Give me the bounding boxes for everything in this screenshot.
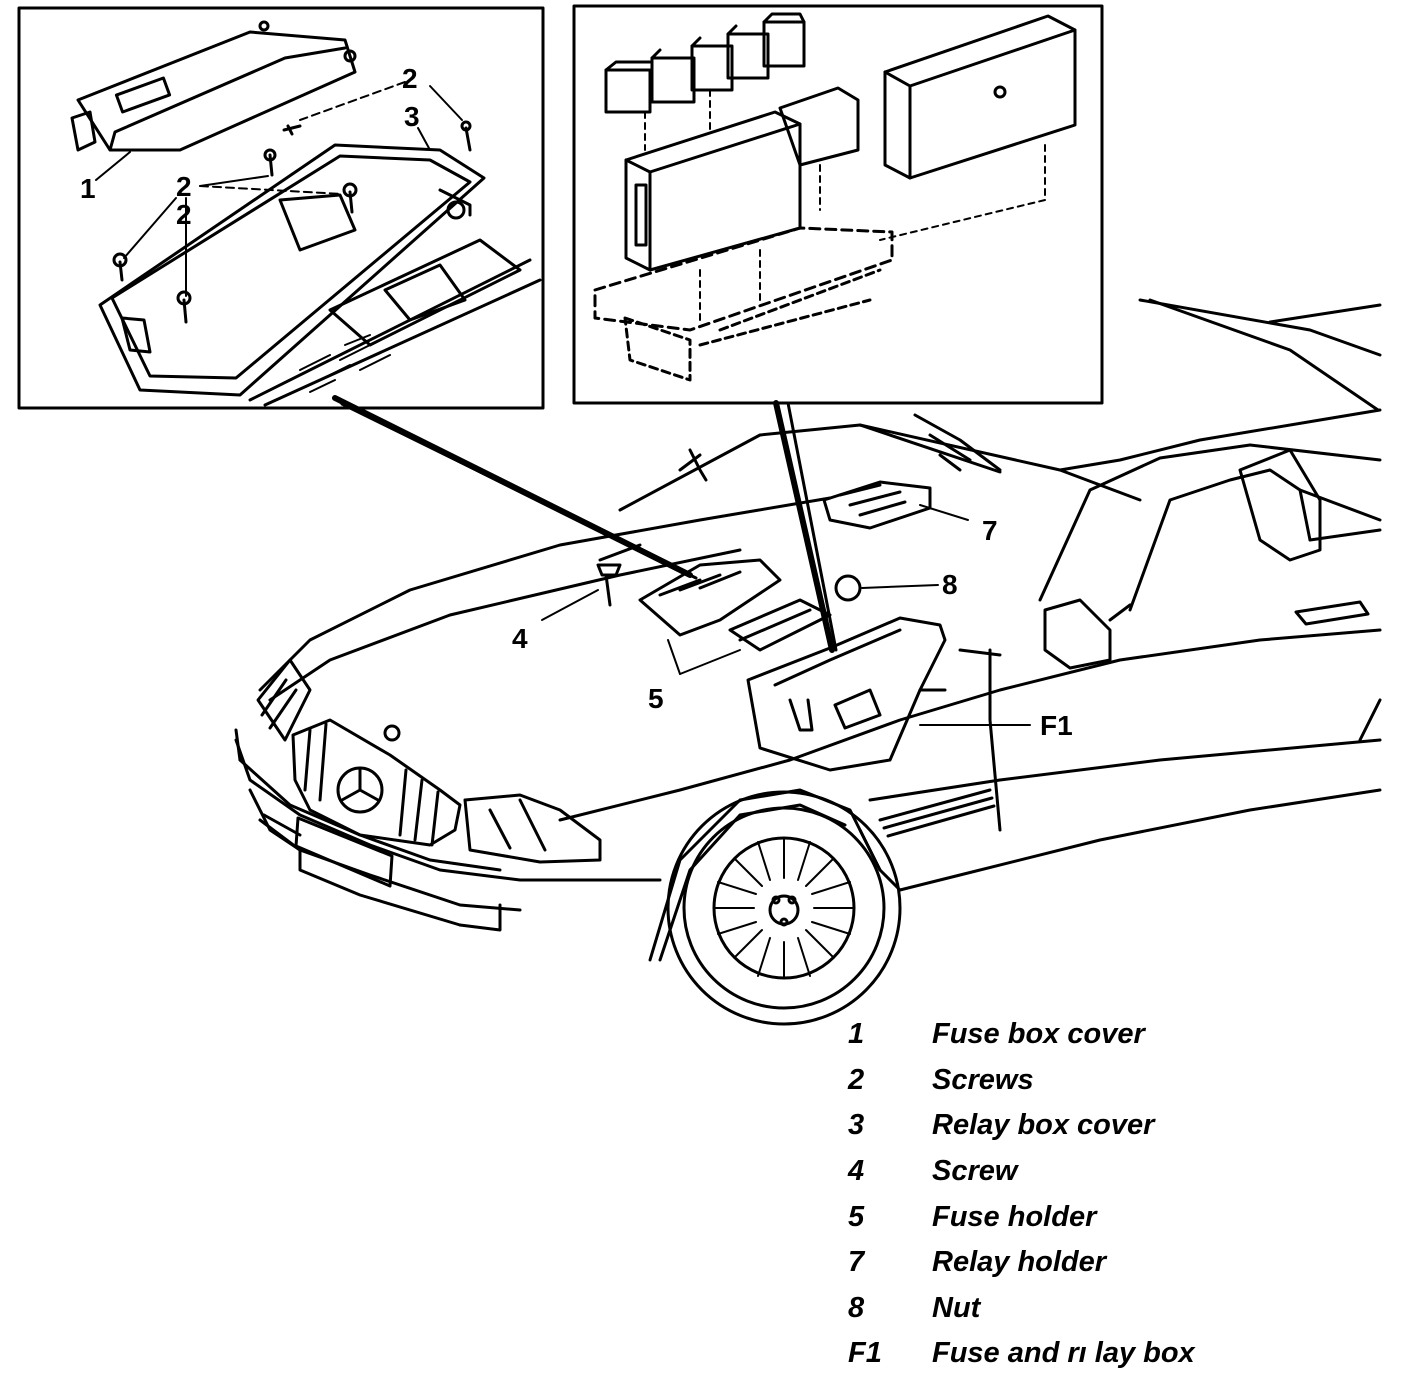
legend-row: 2 Screws bbox=[848, 1058, 1348, 1104]
callout-5: 5 bbox=[648, 683, 664, 714]
legend-number: 2 bbox=[848, 1063, 865, 1096]
legend-number: 3 bbox=[848, 1109, 865, 1142]
parts-legend: 1 Fuse box cover 2 Screws 3 Relay box co… bbox=[848, 1012, 1348, 1377]
callout-7: 7 bbox=[982, 515, 998, 546]
callout-2-lower: 2 bbox=[176, 199, 192, 230]
legend-row: 1 Fuse box cover bbox=[848, 1012, 1348, 1058]
legend-number: F1 bbox=[848, 1337, 882, 1370]
legend-number: 8 bbox=[848, 1291, 865, 1324]
connector-lines bbox=[332, 395, 838, 653]
callout-3: 3 bbox=[404, 101, 420, 132]
callout-F1: F1 bbox=[1040, 710, 1073, 741]
legend-number: 4 bbox=[848, 1155, 865, 1188]
legend-label: Fuse and rı lay box bbox=[932, 1337, 1195, 1370]
callout-2-mid: 2 bbox=[176, 171, 192, 202]
legend-row: 3 Relay box cover bbox=[848, 1103, 1348, 1149]
legend-row: F1 Fuse and rı lay box bbox=[848, 1331, 1348, 1377]
callout-4: 4 bbox=[512, 623, 528, 654]
legend-number: 1 bbox=[848, 1018, 865, 1051]
legend-label: Fuse box cover bbox=[932, 1018, 1145, 1051]
car-body bbox=[234, 298, 1382, 1026]
leader-lines bbox=[541, 504, 1031, 726]
legend-number: 5 bbox=[848, 1200, 865, 1233]
legend-row: 4 Screw bbox=[848, 1149, 1348, 1195]
fuse-box-inset bbox=[17, 6, 545, 410]
callout-8: 8 bbox=[942, 569, 958, 600]
callout-2-top: 2 bbox=[402, 63, 418, 94]
legend-label: Screw bbox=[932, 1155, 1018, 1188]
legend-label: Screws bbox=[932, 1063, 1034, 1096]
legend-row: 5 Fuse holder bbox=[848, 1194, 1348, 1240]
legend-number: 7 bbox=[848, 1246, 865, 1279]
legend-label: Fuse holder bbox=[932, 1200, 1097, 1233]
legend-label: Relay box cover bbox=[932, 1109, 1155, 1142]
legend-row: 8 Nut bbox=[848, 1286, 1348, 1332]
callout-1: 1 bbox=[80, 173, 96, 204]
legend-label: Relay holder bbox=[932, 1246, 1107, 1279]
relay-box-inset bbox=[572, 4, 1104, 405]
legend-label: Nut bbox=[932, 1291, 981, 1324]
legend-row: 7 Relay holder bbox=[848, 1240, 1348, 1286]
